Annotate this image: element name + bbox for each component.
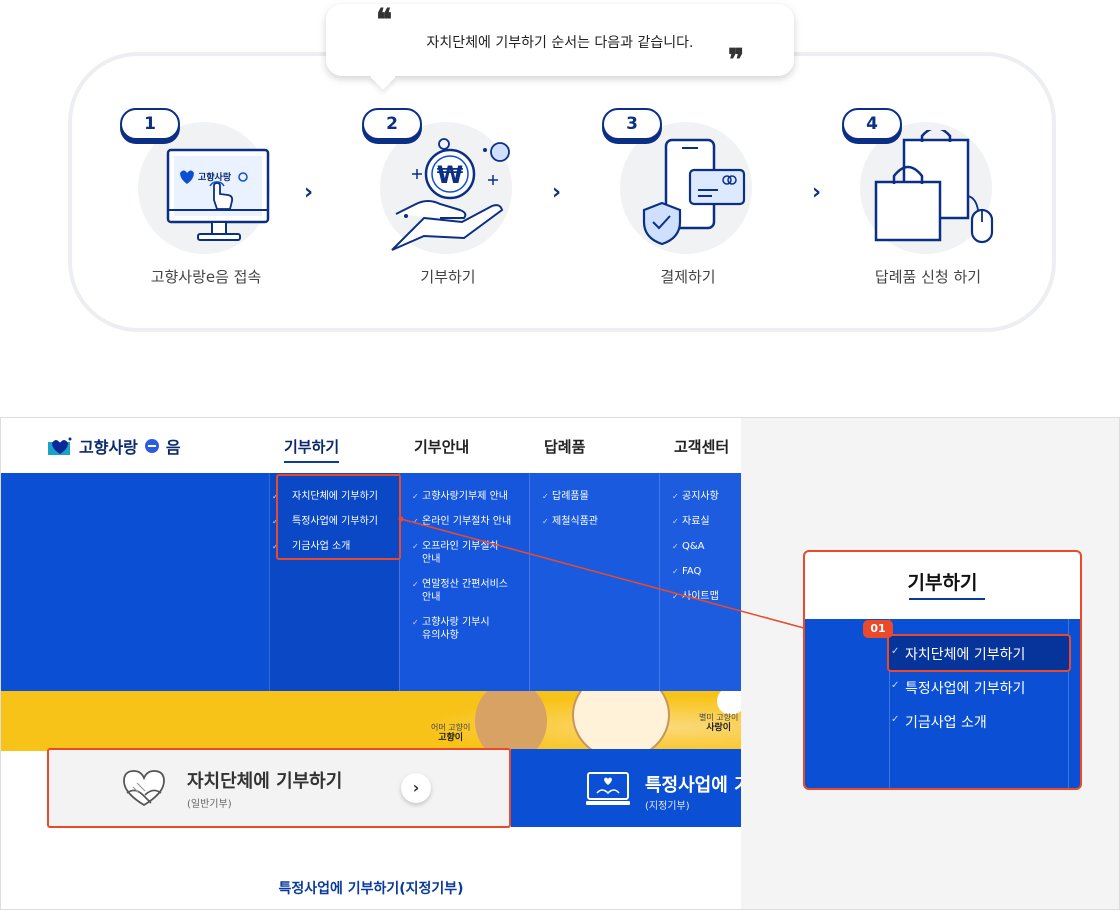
menu-item-online-guide[interactable]: 온라인 기부절차 안내 bbox=[410, 515, 520, 528]
shopping-bags-mouse-icon bbox=[874, 130, 994, 244]
menu-item-local-donation[interactable]: 자치단체에 기부하기 bbox=[270, 490, 399, 503]
nav-item-donate[interactable]: 기부하기 bbox=[284, 436, 340, 463]
step-number: 4 bbox=[842, 108, 902, 140]
card-title: 자치단체에 기부하기 bbox=[187, 771, 343, 792]
e-circle-icon bbox=[144, 439, 159, 453]
zoom-item-project-donation[interactable]: 특정사업에 기부하기 bbox=[891, 678, 1025, 698]
step-label: 답례품 신청 하기 bbox=[874, 268, 982, 286]
menu-item-project-donation[interactable]: 특정사업에 기부하기 bbox=[270, 515, 399, 528]
menu-item-archive[interactable]: 자료실 bbox=[670, 515, 741, 528]
menu-item-seasonal[interactable]: 제철식품관 bbox=[540, 515, 659, 528]
step-badge: 01 bbox=[863, 620, 893, 638]
speech-bubble-text: 자치단체에 기부하기 순서는 다음과 같습니다. bbox=[426, 35, 694, 51]
global-nav: 고향사랑 음 기부하기 기부안내 답례품 고객센터 bbox=[1, 418, 741, 473]
local-donation-card[interactable]: 자치단체에 기부하기 (일반기부) › bbox=[49, 749, 509, 827]
mascot-illustration bbox=[381, 670, 741, 761]
mascot-icon bbox=[475, 670, 741, 761]
nav-item-guide[interactable]: 기부안내 bbox=[414, 438, 470, 456]
step-label: 기부하기 bbox=[420, 268, 476, 286]
zoom-title: 기부하기 bbox=[907, 572, 978, 594]
open-quote-icon: ❝ bbox=[376, 3, 393, 38]
heart-envelope-icon bbox=[48, 437, 72, 455]
website-screenshot: 고향사랑 음 기부하기 기부안내 답례품 고객센터 자치단체에 기부하기 특정사… bbox=[0, 417, 1120, 910]
menu-item-gift-mall[interactable]: 답례품몰 bbox=[540, 490, 659, 503]
monitor-click-icon: 고향사랑 bbox=[166, 148, 270, 241]
menu-item-faq[interactable]: FAQ bbox=[670, 565, 741, 578]
step-3: 3 결제하기 bbox=[588, 108, 788, 298]
menu-item-qna[interactable]: Q&A bbox=[670, 540, 741, 553]
svg-text:₩: ₩ bbox=[437, 161, 464, 189]
step-number: 1 bbox=[120, 108, 180, 140]
chevron-right-icon: › bbox=[812, 180, 822, 205]
logo-suffix: 음 bbox=[165, 438, 181, 457]
menu-item-sitemap[interactable]: 사이트맵 bbox=[670, 590, 741, 603]
highlight-box bbox=[47, 748, 511, 828]
step-label: 결제하기 bbox=[660, 268, 716, 286]
nav-item-support[interactable]: 고객센터 bbox=[674, 438, 730, 456]
speech-bubble: ❝ 자치단체에 기부하기 순서는 다음과 같습니다. ❞ bbox=[326, 4, 794, 76]
nav-item-gifts[interactable]: 답례품 bbox=[544, 438, 586, 456]
zoom-header: 기부하기 bbox=[805, 552, 1080, 619]
highlight-box bbox=[276, 474, 401, 560]
menu-item-cautions[interactable]: 고향사랑 기부시 유의사항 bbox=[410, 616, 500, 642]
chevron-right-icon: › bbox=[304, 180, 314, 205]
step-2: 2 ₩ 기부하기 bbox=[348, 108, 548, 298]
step-number: 2 bbox=[362, 108, 422, 140]
card-title: 특정사업에 기 bbox=[645, 775, 741, 796]
heart-hands-icon bbox=[123, 770, 165, 807]
card-subtitle: (지정기부) bbox=[645, 801, 690, 812]
step-number: 3 bbox=[602, 108, 662, 140]
zoom-item-fund-projects[interactable]: 기금사업 소개 bbox=[891, 712, 987, 732]
hand-won-coin-icon: ₩ bbox=[391, 138, 510, 251]
zoom-callout: 기부하기 01 자치단체에 기부하기 특정사업에 기부하기 기금사업 소개 bbox=[803, 550, 1082, 790]
project-donation-link[interactable]: 특정사업에 기부하기(지정기부) bbox=[278, 881, 464, 897]
menu-item-tax-guide[interactable]: 연말정산 간편서비스 안내 bbox=[410, 578, 510, 604]
logo-text: 고향사랑 bbox=[79, 438, 138, 457]
menu-item-fund-projects[interactable]: 기금사업 소개 bbox=[270, 540, 399, 553]
step-1: 1 고향사랑 고향사랑e음 접속 bbox=[106, 108, 306, 298]
site-logo[interactable]: 고향사랑 음 bbox=[47, 434, 181, 458]
dropdown-column-support: 공지사항 자료실 Q&A FAQ 사이트맵 bbox=[659, 473, 741, 691]
menu-item-system-guide[interactable]: 고향사랑기부제 안내 bbox=[410, 490, 520, 503]
step-label: 고향사랑e음 접속 bbox=[150, 268, 262, 286]
dropdown-column-guide: 고향사랑기부제 안내 온라인 기부절차 안내 오프라인 기부절차 안내 연말정산… bbox=[399, 473, 529, 691]
zoom-item-local-donation[interactable]: 자치단체에 기부하기 bbox=[891, 644, 1025, 664]
svg-text:고향사랑: 고향사랑 bbox=[198, 171, 232, 183]
chevron-right-icon: › bbox=[552, 180, 562, 205]
phone-card-shield-icon bbox=[642, 138, 746, 246]
card-subtitle: (일반기부) bbox=[187, 799, 232, 810]
menu-item-offline-guide[interactable]: 오프라인 기부절차 안내 bbox=[410, 540, 510, 566]
go-arrow-button[interactable]: › bbox=[401, 773, 431, 803]
monitor-heart-icon bbox=[586, 772, 630, 805]
close-quote-icon: ❞ bbox=[728, 43, 745, 78]
dropdown-column-donate: 자치단체에 기부하기 특정사업에 기부하기 기금사업 소개 bbox=[269, 473, 399, 691]
menu-item-notice[interactable]: 공지사항 bbox=[670, 490, 741, 503]
project-donation-card[interactable]: 특정사업에 기 (지정기부) bbox=[511, 749, 741, 827]
step-4: 4 답례품 신청 하기 bbox=[828, 108, 1028, 298]
dropdown-column-gifts: 답례품몰 제철식품관 bbox=[529, 473, 659, 691]
